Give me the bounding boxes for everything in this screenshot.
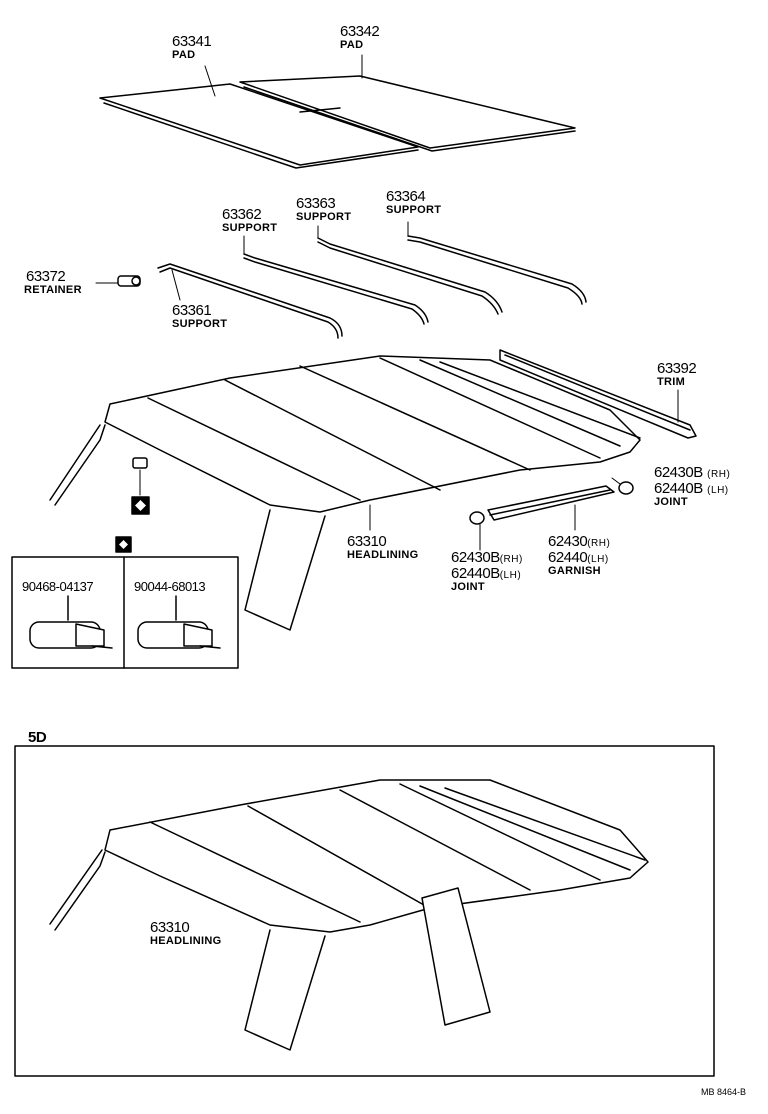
diamond-marker-diagram	[131, 496, 150, 515]
joint-left-line2: 62440B(LH)	[451, 565, 522, 582]
variant-headlining-name: HEADLINING	[150, 935, 222, 947]
variant-headlining-number: 63310	[150, 919, 190, 936]
trim-63392-name: TRIM	[657, 376, 686, 388]
support-63361-drawing	[157, 263, 343, 339]
garnish-line1: 62430(RH)	[548, 533, 611, 550]
joint-right-line1: 62430B (RH)	[654, 464, 731, 481]
retainer-63372-drawing	[117, 275, 141, 287]
joint-drawing-right	[618, 481, 634, 495]
support-63363-name: SUPPORT	[296, 211, 352, 223]
pad-63342-name: PAD	[340, 39, 364, 51]
clip-part-right: 90044-68013	[134, 579, 206, 594]
pad-63342-number: 63342	[340, 23, 380, 40]
diamond-marker-box	[115, 536, 132, 553]
support-63362-number: 63362	[222, 206, 262, 223]
support-63362-drawing	[243, 253, 429, 325]
figure-reference: MB 8464-B	[701, 1087, 747, 1097]
clip-part-left: 90468-04137	[22, 579, 94, 594]
support-63363-number: 63363	[296, 195, 336, 212]
support-63364-name: SUPPORT	[386, 204, 442, 216]
headlining-5d-drawing	[49, 779, 649, 1051]
clip-drawing	[132, 457, 148, 469]
joint-drawing-left	[469, 511, 485, 525]
support-63363-drawing	[317, 237, 503, 315]
variant-5d-box	[14, 745, 715, 1077]
support-63361-name: SUPPORT	[172, 318, 228, 330]
joint-right-line2: 62440B (LH)	[654, 480, 729, 497]
support-63362-name: SUPPORT	[222, 222, 278, 234]
trim-63392-drawing	[499, 349, 697, 439]
headlining-63310-name: HEADLINING	[347, 549, 419, 561]
pad-63341-name: PAD	[172, 49, 196, 61]
support-63364-number: 63364	[386, 188, 426, 205]
headlining-63310-drawing	[49, 355, 641, 631]
retainer-63372-number: 63372	[26, 268, 66, 285]
headlining-63310-number: 63310	[347, 533, 387, 550]
joint-left-line1: 62430B(RH)	[451, 549, 523, 566]
garnish-line2: 62440(LH)	[548, 549, 609, 566]
retainer-63372-name: RETAINER	[24, 284, 82, 296]
joint-left-name: JOINT	[451, 581, 485, 593]
clip-box	[11, 556, 239, 669]
support-63364-drawing	[407, 235, 587, 305]
garnish-drawing	[487, 485, 615, 521]
pad-63342-drawing	[239, 75, 576, 152]
garnish-name: GARNISH	[548, 565, 601, 577]
support-63361-number: 63361	[172, 302, 212, 319]
trim-63392-number: 63392	[657, 360, 697, 377]
pad-63341-number: 63341	[172, 33, 212, 50]
joint-right-name: JOINT	[654, 496, 688, 508]
variant-label: 5D	[28, 729, 47, 746]
